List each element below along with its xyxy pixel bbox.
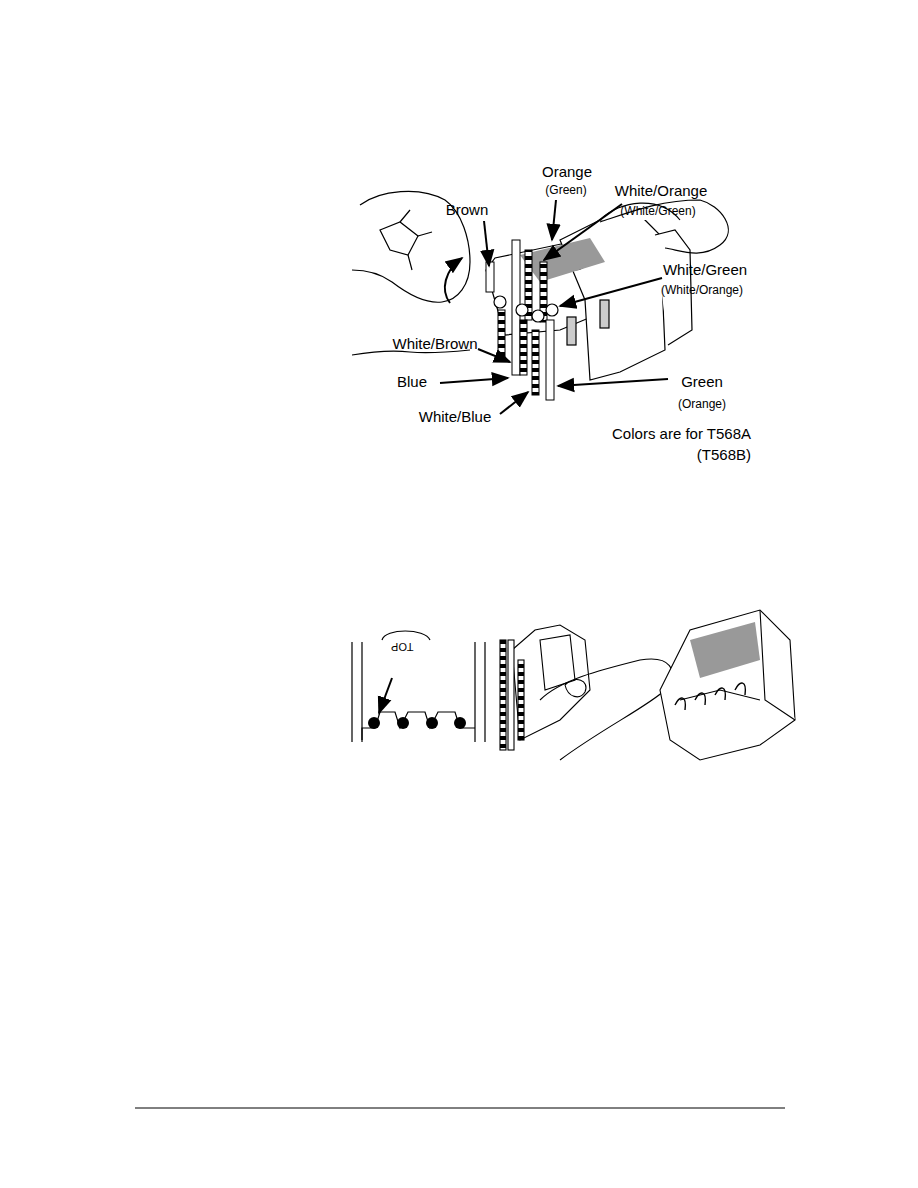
wire-end — [368, 717, 466, 729]
shading — [520, 238, 605, 282]
wire — [486, 240, 554, 400]
footer-rule — [135, 1108, 785, 1109]
leader-arrow — [379, 678, 392, 713]
jack-body — [660, 610, 795, 760]
wire-label: (Orange) — [678, 398, 726, 411]
wire-label: White/Orange — [615, 183, 708, 200]
wire-label: White/Blue — [419, 409, 492, 426]
wire-label: Colors are for T568A — [612, 426, 751, 443]
shading — [690, 622, 760, 678]
jack-body — [500, 625, 590, 750]
wire-label: White/Brown — [392, 336, 477, 353]
wire-label: (Green) — [545, 184, 586, 197]
wire-label: (T568B) — [697, 447, 751, 464]
cut-wire — [675, 683, 745, 710]
wire-label: Brown — [446, 202, 489, 219]
wire-label: Green — [681, 374, 723, 391]
contact — [494, 296, 558, 322]
push-arrow — [445, 258, 462, 303]
wire-label: White/Green — [663, 262, 747, 279]
hand-drawing — [540, 659, 672, 760]
wire-label: Blue — [397, 374, 427, 391]
hand-drawing — [600, 200, 728, 253]
orientation-mark: TOP — [391, 641, 413, 653]
wire-label: Orange — [542, 164, 592, 181]
jack-end-view — [352, 631, 485, 742]
wire-label: (White/Orange) — [661, 284, 743, 297]
wire-label: (White/Green) — [620, 205, 695, 218]
leader-arrow — [440, 200, 668, 414]
